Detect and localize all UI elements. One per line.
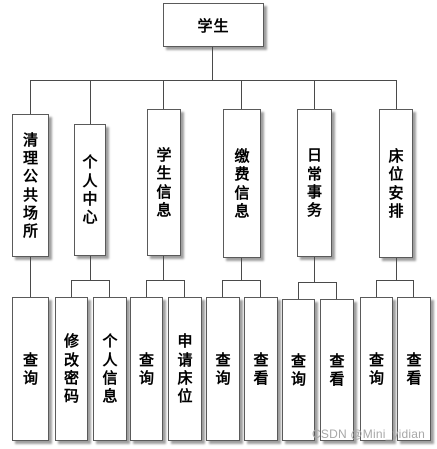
- child-node: 查询: [360, 297, 393, 441]
- child-label: 个人信息: [102, 332, 118, 406]
- connector-line: [376, 280, 414, 281]
- child-node: 查询: [12, 297, 49, 441]
- connector-line: [71, 280, 72, 297]
- connector-line: [90, 256, 91, 280]
- module-node-4: 缴费信息: [223, 109, 261, 258]
- connector-line: [314, 80, 315, 109]
- child-label: 查看: [406, 350, 422, 387]
- connector-line: [396, 80, 397, 109]
- connector-line: [222, 280, 223, 297]
- module-node-2: 个人中心: [74, 124, 106, 256]
- connector-line: [163, 256, 164, 280]
- child-label: 查询: [138, 350, 154, 387]
- module-label: 个人中心: [82, 153, 98, 227]
- child-node: 查询: [282, 299, 315, 441]
- connector-line: [336, 282, 337, 299]
- module-node-3: 学生信息: [147, 109, 181, 256]
- connector-line: [376, 280, 377, 297]
- module-label: 日常事务: [306, 146, 322, 220]
- module-node-5: 日常事务: [297, 109, 332, 257]
- connector-line: [146, 280, 147, 297]
- child-label: 修改密码: [63, 332, 79, 406]
- connector-line: [109, 280, 110, 297]
- root-label: 学生: [197, 16, 230, 35]
- watermark: CSDN @Mini_yidian: [312, 427, 425, 441]
- connector-line: [71, 280, 110, 281]
- connector-line: [163, 80, 164, 109]
- child-node: 查询: [130, 297, 163, 441]
- child-node: 查询: [206, 297, 240, 441]
- child-label: 申请床位: [177, 332, 193, 406]
- connector-line: [30, 257, 31, 297]
- child-label: 查看: [253, 350, 269, 387]
- child-label: 查看: [329, 351, 345, 388]
- child-node: 申请床位: [168, 297, 202, 441]
- connector-line: [413, 280, 414, 297]
- connector-line: [30, 80, 31, 114]
- child-label: 查询: [290, 351, 306, 388]
- module-label: 清理公共场所: [22, 130, 38, 241]
- connector-line: [314, 257, 315, 282]
- module-label: 缴费信息: [234, 146, 250, 220]
- child-node: 查看: [244, 297, 278, 441]
- child-node: 查看: [320, 299, 354, 441]
- child-node: 查看: [397, 297, 431, 441]
- connector-line: [146, 280, 185, 281]
- connector-line: [222, 280, 261, 281]
- connector-line: [90, 80, 91, 124]
- root-node: 学生: [163, 3, 264, 47]
- connector-line: [184, 280, 185, 297]
- child-label: 查询: [215, 350, 231, 387]
- connector-line: [298, 282, 299, 299]
- connector-line: [260, 280, 261, 297]
- connector-line: [298, 282, 337, 283]
- child-node: 个人信息: [93, 297, 127, 441]
- connector-line: [241, 80, 242, 109]
- connector-line: [212, 47, 213, 80]
- child-label: 查询: [22, 350, 38, 387]
- module-node-1: 清理公共场所: [12, 114, 49, 257]
- module-label: 床位安排: [388, 146, 404, 220]
- connector-line: [241, 258, 242, 280]
- connector-line: [396, 258, 397, 280]
- child-node: 修改密码: [55, 297, 88, 441]
- child-label: 查询: [368, 350, 384, 387]
- connector-line: [30, 80, 397, 81]
- module-label: 学生信息: [156, 145, 172, 219]
- module-node-6: 床位安排: [379, 109, 413, 258]
